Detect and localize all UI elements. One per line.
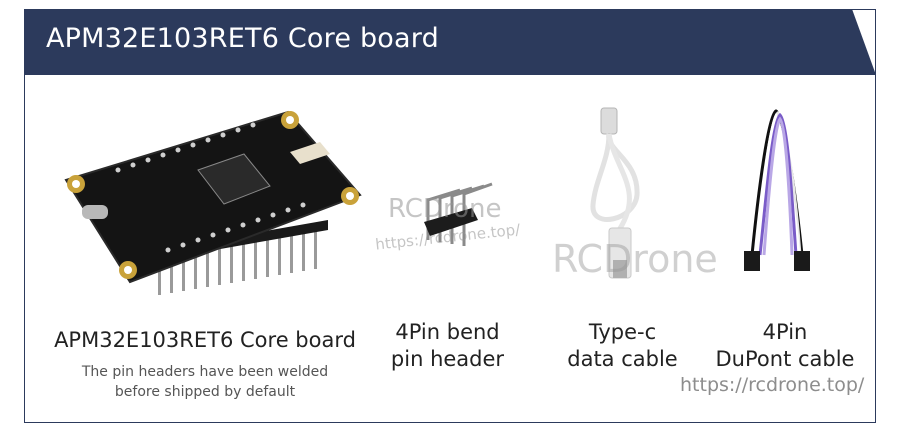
watermark-brand-small: RCDrone — [388, 194, 502, 224]
header-background — [24, 9, 876, 75]
item-label-pin-header-line1: 4Pin bend — [395, 320, 500, 344]
item-label-usb-cable-line1: Type-c — [588, 320, 657, 344]
header-banner: APM32E103RET6 Core board — [24, 9, 876, 75]
item-label-core-board: APM32E103RET6 Core board — [54, 328, 356, 352]
watermark-url-large: https://rcdrone.top/ — [680, 374, 865, 396]
item-sublabel-line1: The pin headers have been welded — [81, 364, 329, 380]
item-label-dupont-line2: DuPont cable — [715, 347, 855, 371]
item-label-pin-header-line2: pin header — [390, 347, 505, 371]
page-title: APM32E103RET6 Core board — [46, 23, 439, 54]
watermark-brand-large: RCDrone — [552, 237, 718, 281]
item-sublabel-line2: before shipped by default — [114, 384, 296, 400]
item-label-usb-cable-line2: data cable — [567, 347, 678, 371]
usb-cable-image — [590, 107, 640, 279]
core-board-image — [64, 110, 362, 295]
item-label-dupont-line1: 4Pin — [762, 320, 808, 344]
dupont-cable-image — [744, 109, 810, 271]
pin-header-image — [424, 182, 493, 246]
